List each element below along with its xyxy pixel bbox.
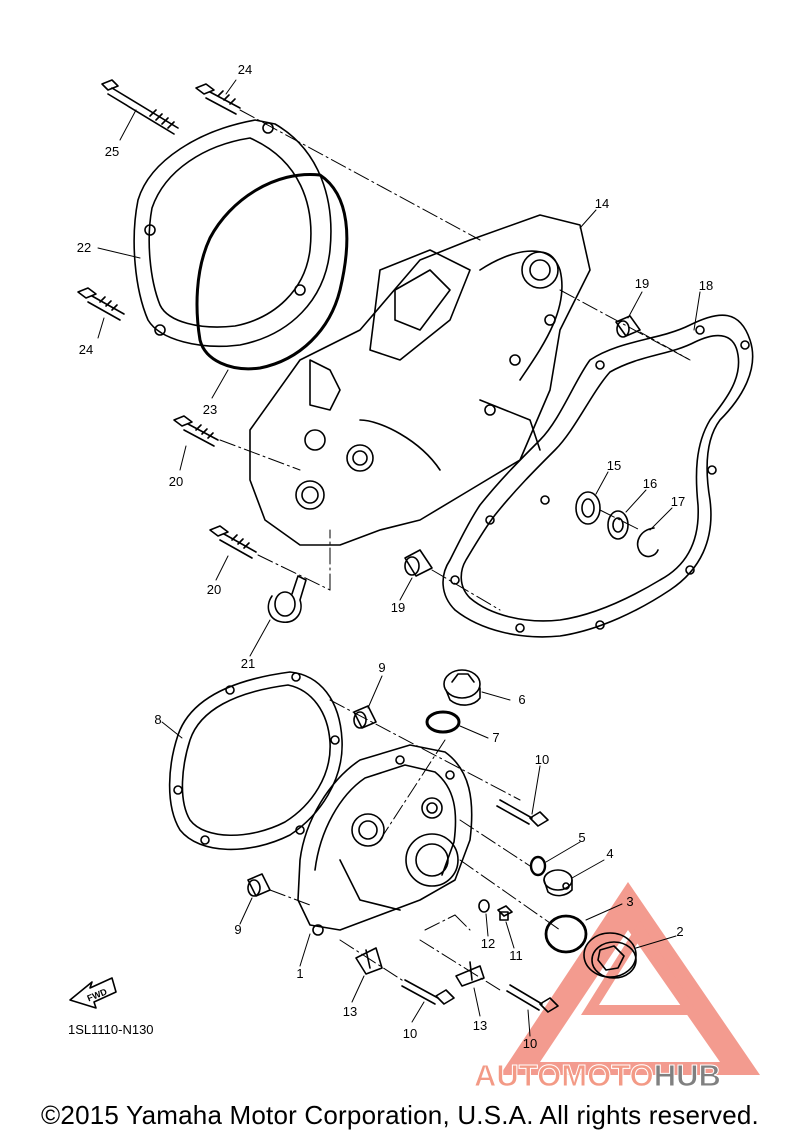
clip-13-left — [355, 947, 383, 975]
bolt-11 — [497, 905, 513, 921]
callout-label: 3 — [626, 894, 633, 909]
clamp-21 — [267, 575, 307, 623]
callout-label: 7 — [492, 730, 499, 745]
callout-label: 20 — [169, 474, 183, 489]
callout-label: 10 — [535, 752, 549, 767]
oil-filler-cap-6 — [443, 669, 481, 706]
bolt-10-low — [506, 984, 559, 1013]
alignment-lines — [219, 109, 691, 611]
dowel-19-bottom — [404, 549, 433, 577]
callout-label: 10 — [403, 1026, 417, 1041]
callout-label: 16 — [643, 476, 657, 491]
callout-label: 21 — [241, 656, 255, 671]
bolt-20-top — [173, 415, 219, 447]
callout-label: 20 — [207, 582, 221, 597]
gasket-18 — [442, 314, 754, 638]
o-ring-3 — [544, 914, 588, 954]
watermark-part2: HUB — [654, 1058, 721, 1093]
dowel-19-top — [615, 315, 641, 338]
watermark-text: AUTOMOTOHUB — [474, 1058, 722, 1094]
circlip-17 — [636, 527, 659, 558]
callout-label: 4 — [606, 846, 613, 861]
seal-15 — [575, 491, 601, 525]
leader-lines — [97, 79, 701, 1037]
callout-label: 22 — [77, 240, 91, 255]
callout-label: 25 — [105, 144, 119, 159]
dowel-9-top — [353, 705, 377, 729]
gasket-18-holes — [450, 325, 750, 633]
bolt-20-bottom — [209, 525, 257, 559]
callout-label: 18 — [699, 278, 713, 293]
callout-label: 23 — [203, 402, 217, 417]
callout-label: 12 — [481, 936, 495, 951]
callout-label: 9 — [378, 660, 385, 675]
washer-12 — [478, 899, 490, 913]
callout-label: 15 — [607, 458, 621, 473]
callout-label: 24 — [238, 62, 252, 77]
o-ring-5 — [529, 855, 547, 877]
washer-16 — [607, 510, 629, 540]
clip-13-right — [455, 961, 485, 987]
callout-label: 17 — [671, 494, 685, 509]
dowel-9-bottom — [247, 873, 271, 897]
callout-label: 8 — [154, 712, 161, 727]
copyright-notice: ©2015 Yamaha Motor Corporation, U.S.A. A… — [41, 1100, 759, 1130]
callout-label: 13 — [473, 1018, 487, 1033]
callout-label: 2 — [676, 924, 683, 939]
bolt-24-top — [195, 83, 241, 115]
diagram-code: 1SL1110-N130 — [68, 1022, 154, 1037]
callout-label: 9 — [234, 922, 241, 937]
o-ring-7 — [425, 710, 461, 734]
watermark-part1: AUTOMOTO — [474, 1058, 654, 1093]
bolt-24-left — [77, 287, 125, 321]
bolt-10-mid — [401, 979, 455, 1005]
gasket-8-holes — [173, 672, 340, 845]
callout-label: 10 — [523, 1036, 537, 1051]
callout-label: 11 — [509, 948, 523, 963]
svg-text:AUTOMOTOHUB: AUTOMOTOHUB — [474, 1058, 721, 1093]
callout-label: 5 — [578, 830, 585, 845]
plug-4 — [543, 869, 573, 897]
fwd-arrow-icon — [69, 977, 117, 1009]
plug-2 — [583, 932, 637, 979]
callout-label: 24 — [79, 342, 93, 357]
watermark-triangle — [500, 882, 760, 1075]
gasket-8 — [168, 671, 343, 851]
clutch-cover-22 — [133, 119, 332, 348]
bolt-10-right — [496, 799, 549, 827]
bolt-25 — [101, 79, 179, 135]
callout-label: 13 — [343, 1004, 357, 1019]
callout-label: 6 — [518, 692, 525, 707]
callout-label: 19 — [391, 600, 405, 615]
gasket-23 — [195, 172, 349, 371]
callout-label: 14 — [595, 196, 609, 211]
callout-label: 19 — [635, 276, 649, 291]
callout-label: 1 — [296, 966, 303, 981]
alignment-lines-lower — [269, 699, 561, 991]
crankcase-14 — [249, 214, 591, 546]
crankcase-cover-1 — [297, 744, 473, 936]
